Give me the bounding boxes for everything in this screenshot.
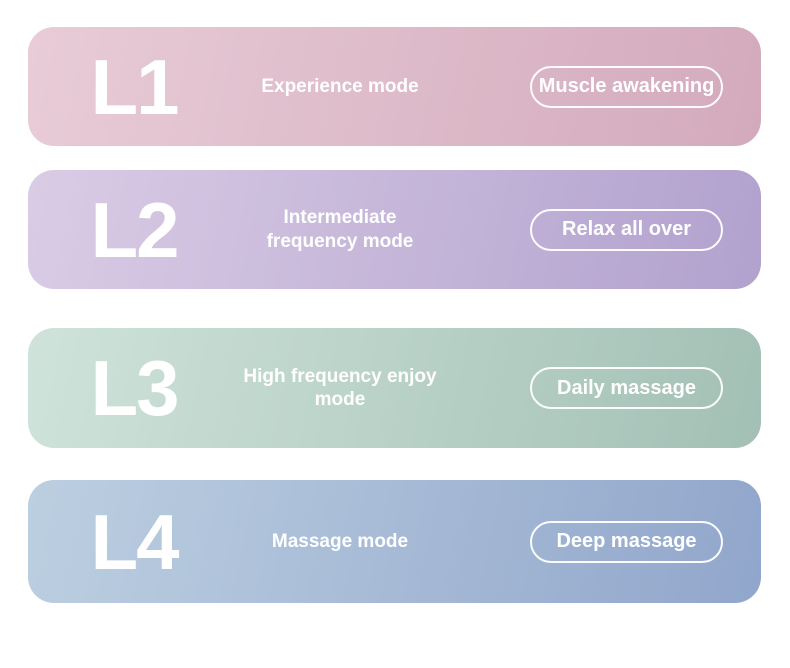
mode-tag-pill[interactable]: Daily massage (530, 367, 723, 409)
mode-tag-label: Relax all over (562, 218, 691, 240)
mode-tag-pill[interactable]: Relax all over (530, 208, 723, 251)
mode-tag-pill[interactable]: Deep massage (530, 520, 723, 563)
level-label: L4 (90, 497, 179, 586)
mode-tag-label: Daily massage (557, 376, 696, 399)
mode-tag-label: Deep massage (556, 530, 697, 552)
level-label: L1 (90, 42, 179, 131)
mode-name: Intermediate frequency mode (266, 207, 414, 252)
mode-row-l3[interactable]: L3 High frequency enjoy mode Daily massa… (28, 328, 761, 448)
mode-name: Massage mode (271, 530, 409, 552)
mode-row-l1[interactable]: L1 Experience mode Muscle awakening (28, 27, 761, 146)
mode-name: High frequency enjoy mode (243, 365, 437, 410)
level-label: L2 (90, 185, 179, 274)
mode-row-l2[interactable]: L2 Intermediate frequency mode Relax all… (28, 170, 761, 289)
mode-row-l4[interactable]: L4 Massage mode Deep massage (28, 480, 761, 603)
mode-tag-pill[interactable]: Muscle awakening (530, 65, 723, 108)
mode-tag-label: Muscle awakening (538, 75, 715, 97)
level-label: L3 (90, 344, 179, 432)
mode-name: Experience mode (261, 75, 419, 97)
